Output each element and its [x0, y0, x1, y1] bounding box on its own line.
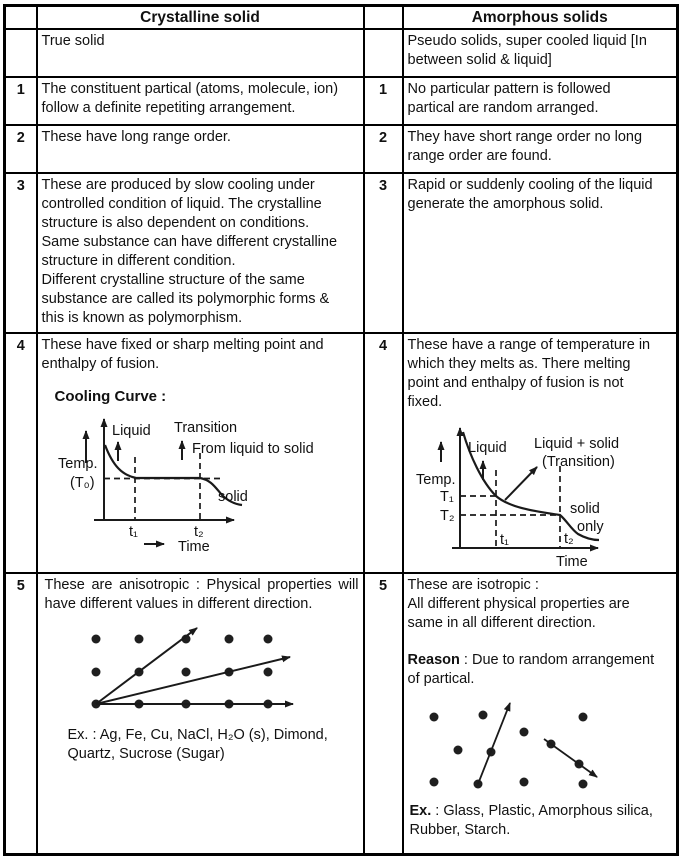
solid-label: solid	[218, 489, 248, 505]
row-number	[362, 28, 404, 78]
table-row: 1 The constituent partical (atoms, molec…	[3, 76, 679, 126]
direction-arrows	[94, 627, 294, 708]
header-row: Crystalline solid Amorphous solids	[3, 4, 679, 30]
crystalline-examples: Ex. : Ag, Fe, Cu, NaCl, H₂O (s), Dimond,…	[67, 727, 328, 762]
cooling-curve	[103, 444, 242, 507]
row-number: 3	[3, 172, 38, 334]
T2-label: T₂	[440, 508, 455, 524]
axes	[451, 427, 599, 552]
true-solid-text: True solid	[41, 33, 105, 49]
isotropic-reason: Reason : Due to random arrangement of pa…	[408, 651, 673, 689]
time-axis-label: Time	[556, 554, 588, 570]
transition-label-line1: Liquid + solid	[534, 436, 619, 452]
solid-only-label-line1: solid	[570, 501, 600, 517]
t1-tick-label: t₁	[500, 532, 509, 548]
example-text: : Glass, Plastic, Amorphous silica, Rubb…	[409, 803, 653, 838]
crystalline-vs-amorphous-table: Crystalline solid Amorphous solids True …	[3, 4, 679, 856]
dot-grid	[91, 634, 272, 709]
pseudo-solid-text: Pseudo solids, super cooled liquid [In b…	[407, 33, 647, 68]
row-number: 1	[362, 76, 404, 126]
table-row: 5 These are anisotropic : Physical prope…	[3, 572, 679, 855]
header-crystalline: Crystalline solid	[35, 4, 365, 30]
transition-label-line2: From liquid to solid	[192, 441, 314, 457]
isotropic-particles-diagram	[429, 702, 598, 789]
row-number: 4	[362, 332, 404, 574]
cooling-curve	[461, 431, 599, 542]
transition-label-line1: Transition	[174, 420, 237, 436]
dashed-guides	[459, 466, 561, 548]
direction-arrows	[476, 702, 598, 785]
crystalline-point-4: These have fixed or sharp melting point …	[41, 337, 324, 372]
row-number	[3, 28, 38, 78]
anisotropic-lattice-diagram	[91, 627, 294, 709]
row-number: 5	[3, 572, 38, 855]
amorphous-point-4: These have a range of temperature in whi…	[407, 337, 651, 410]
liquid-label: Liquid	[112, 423, 151, 439]
table-row: 3 These are produced by slow cooling und…	[3, 172, 679, 334]
axes	[93, 418, 235, 524]
time-axis-label: Time	[178, 539, 210, 555]
reason-label: Reason	[407, 652, 460, 668]
random-dots	[429, 710, 587, 789]
reason-text: : Due to random arrangement of partical.	[407, 652, 655, 687]
temp-axis-label: Temp.	[416, 472, 456, 488]
T1-label: T₁	[440, 489, 454, 505]
amorphous-examples: Ex. : Glass, Plastic, Amorphous silica, …	[410, 802, 673, 840]
crystalline-point-1: The constituent partical (atoms, molecul…	[41, 81, 339, 116]
t1-tick-label: t₁	[129, 524, 138, 540]
table-row: 2 These have long range order. 2 They ha…	[3, 124, 679, 174]
row-number: 2	[3, 124, 38, 174]
t0-label: (T₀)	[70, 475, 95, 491]
cooling-curve-diagram-crystalline: Temp. (T₀) Liquid Transition From liquid…	[58, 418, 314, 555]
cooling-curve-heading: Cooling Curve :	[54, 388, 167, 405]
dashed-guides	[103, 453, 222, 520]
intro-row: True solid Pseudo solids, super cooled l…	[3, 28, 679, 78]
row-number: 1	[3, 76, 38, 126]
crystalline-point-2: These have long range order.	[41, 129, 231, 145]
amorphous-point-2: They have short range order no long rang…	[407, 129, 643, 164]
amorphous-point-1: No particular pattern is followed partic…	[407, 81, 611, 116]
transition-label-line2: (Transition)	[542, 454, 615, 470]
row-number: 4	[3, 332, 38, 574]
liquid-label: Liquid	[468, 440, 507, 456]
t2-tick-label: t₂	[194, 524, 204, 540]
header-amorphous: Amorphous solids	[401, 4, 679, 30]
header-num-left	[3, 4, 38, 30]
row-number: 2	[362, 124, 404, 174]
temp-axis-label: Temp.	[58, 456, 98, 472]
row-number: 5	[362, 572, 404, 855]
header-num-right	[362, 4, 404, 30]
row-number: 3	[362, 172, 404, 334]
table-row: 4 These have fixed or sharp melting poin…	[3, 332, 679, 574]
anisotropic-text: These are anisotropic : Physical propert…	[44, 577, 359, 612]
annotation-arrows	[82, 430, 185, 548]
cooling-curve-diagram-amorphous: Temp. T₁ T₂ Liquid Liquid + solid (Trans…	[416, 427, 619, 570]
crystalline-point-3: These are produced by slow cooling under…	[41, 177, 338, 326]
amorphous-point-3: Rapid or suddenly cooling of the liquid …	[407, 177, 653, 212]
t2-tick-label: t₂	[564, 531, 574, 547]
example-label: Ex.	[409, 803, 432, 819]
solid-only-label-line2: only	[577, 519, 604, 535]
isotropic-text: These are isotropic : All different phys…	[407, 577, 630, 631]
